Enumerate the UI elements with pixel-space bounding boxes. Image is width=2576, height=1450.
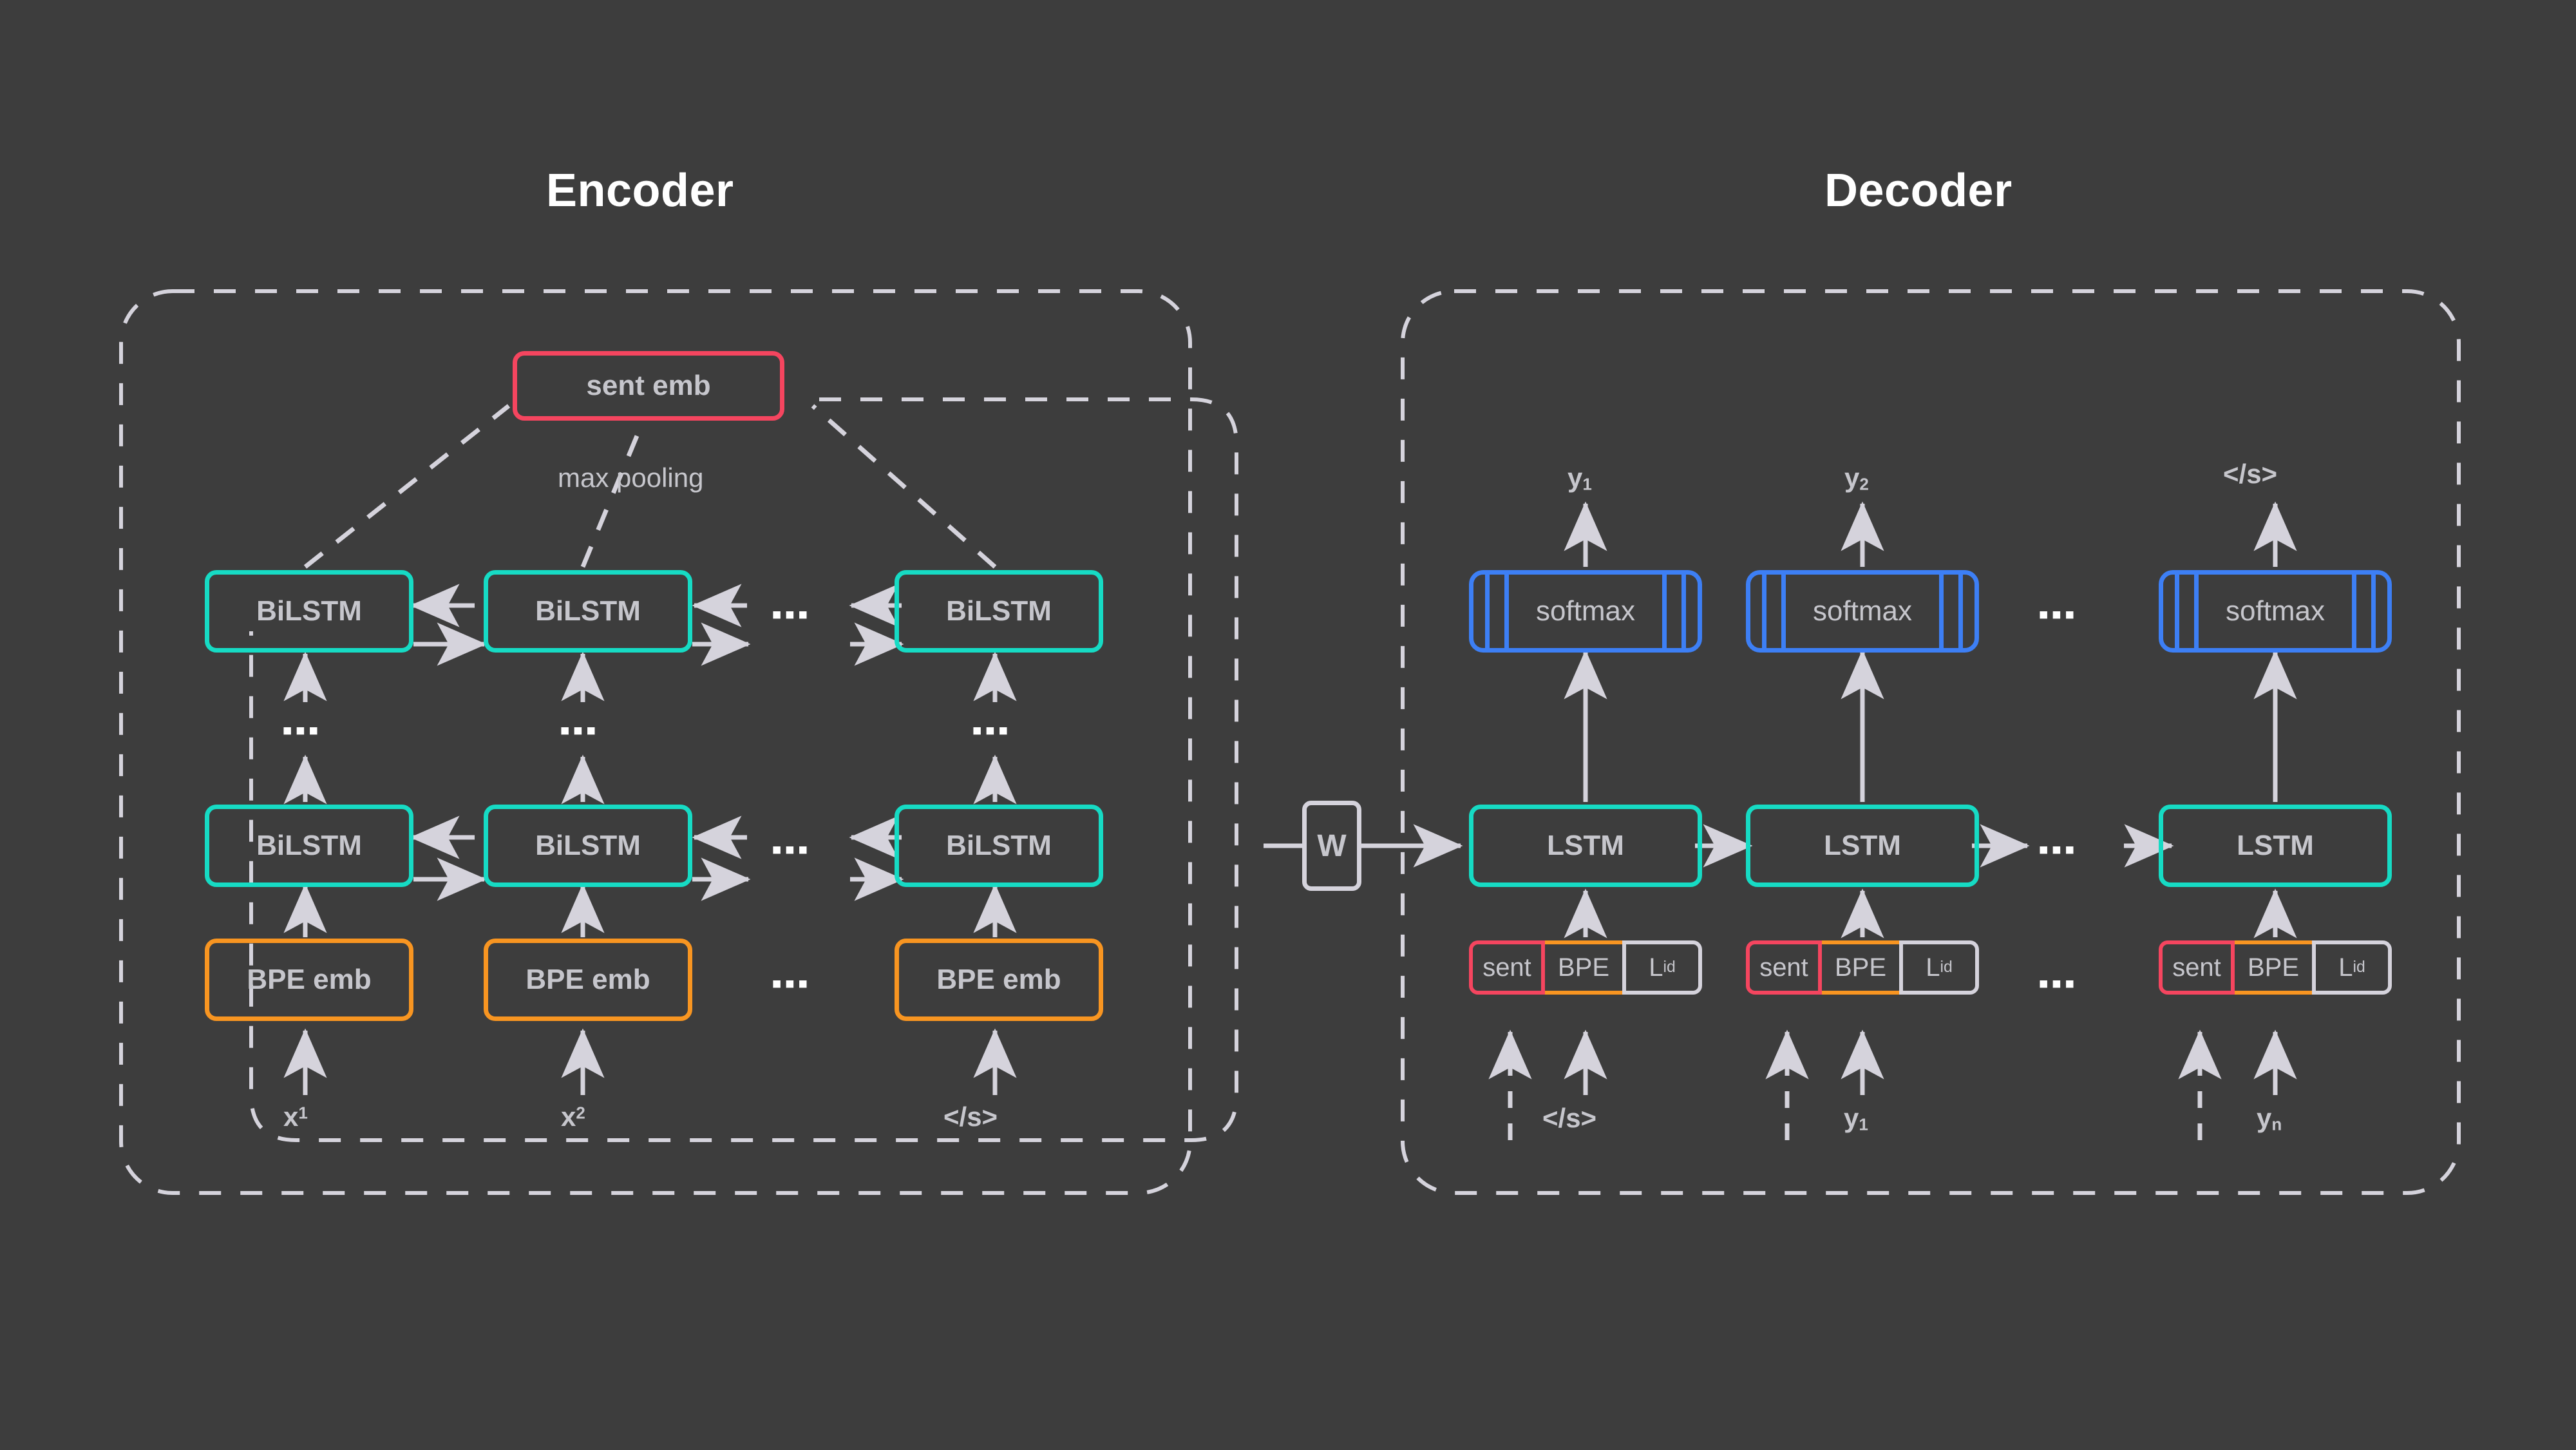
softmax-divider-left-inner xyxy=(2194,575,2199,648)
encoder-container xyxy=(119,289,1192,1195)
max-pooling-label: max pooling xyxy=(558,463,704,493)
encoder-emb-row-ellipsis: ▪▪▪ xyxy=(772,966,811,1000)
decoder-softmax-1-label: softmax xyxy=(1535,595,1636,627)
encoder-stack-ellipsis-1: ▪▪▪ xyxy=(282,713,321,747)
decoder-output-1: y1 xyxy=(1567,463,1592,495)
encoder-input-2-base: x xyxy=(561,1102,576,1132)
decoder-input-1-base: </s> xyxy=(1542,1103,1597,1133)
decoder-lstm-row-ellipsis: ▪▪▪ xyxy=(2038,832,2078,866)
encoder-input-1-sup: 1 xyxy=(298,1103,308,1123)
sent-emb-node[interactable]: sent emb xyxy=(513,351,784,421)
encoder-top-row-ellipsis: ▪▪▪ xyxy=(772,597,811,631)
encoder-input-2-sup: 2 xyxy=(576,1103,585,1123)
encoder-bilstm-top-2[interactable]: BiLSTM xyxy=(484,570,692,653)
encoder-bottom-row-ellipsis: ▪▪▪ xyxy=(772,832,811,866)
decoder-lstm-2[interactable]: LSTM xyxy=(1746,805,1979,887)
decoder-softmax-2-label: softmax xyxy=(1812,595,1913,627)
encoder-input-3-base: </s> xyxy=(943,1102,998,1132)
encoder-bpe-emb-3[interactable]: BPE emb xyxy=(895,939,1103,1021)
decoder-token-3-lid-base: L xyxy=(2338,953,2353,982)
decoder-token-3-lid-sub: id xyxy=(2353,959,2365,976)
decoder-token-3-bpe[interactable]: BPE xyxy=(2235,940,2312,995)
decoder-softmax-3-label: softmax xyxy=(2225,595,2325,627)
sentemb-routing-container xyxy=(249,397,1238,1142)
decoder-input-1: </s> xyxy=(1542,1103,1596,1134)
softmax-divider-left-outer xyxy=(1762,575,1766,648)
decoder-input-2-sub: 1 xyxy=(1859,1114,1868,1134)
decoder-lstm-3[interactable]: LSTM xyxy=(2159,805,2392,887)
encoder-stack-ellipsis-3: ▪▪▪ xyxy=(972,713,1011,747)
decoder-lstm-1[interactable]: LSTM xyxy=(1469,805,1702,887)
encoder-input-2: x2 xyxy=(561,1102,585,1132)
decoder-token-row-ellipsis: ▪▪▪ xyxy=(2038,966,2078,1000)
decoder-softmax-1[interactable]: softmax xyxy=(1469,570,1702,653)
decoder-token-3-sent[interactable]: sent xyxy=(2159,940,2235,995)
softmax-divider-right-inner xyxy=(1662,575,1667,648)
encoder-input-1: x1 xyxy=(283,1102,308,1132)
decoder-input-2-base: y xyxy=(1844,1103,1859,1133)
decoder-softmax-2[interactable]: softmax xyxy=(1746,570,1979,653)
softmax-divider-right-inner xyxy=(2352,575,2356,648)
decoder-token-2-bpe[interactable]: BPE xyxy=(1822,940,1899,995)
softmax-divider-right-outer xyxy=(1958,575,1963,648)
decoder-container xyxy=(1401,289,2461,1195)
decoder-output-2-base: y xyxy=(1844,463,1860,493)
softmax-divider-left-outer xyxy=(2175,575,2179,648)
encoder-title: Encoder xyxy=(546,165,734,216)
softmax-divider-left-inner xyxy=(1504,575,1509,648)
decoder-token-2-lid-base: L xyxy=(1926,953,1940,982)
encoder-bpe-emb-1[interactable]: BPE emb xyxy=(205,939,413,1021)
decoder-token-2-lid-sub: id xyxy=(1940,959,1953,976)
encoder-input-3: </s> xyxy=(943,1102,998,1132)
decoder-output-3-base: </s> xyxy=(2223,459,2278,489)
softmax-divider-left-inner xyxy=(1781,575,1786,648)
decoder-softmax-3[interactable]: softmax xyxy=(2159,570,2392,653)
softmax-divider-right-inner xyxy=(1939,575,1944,648)
decoder-output-2-sub: 2 xyxy=(1859,474,1869,494)
softmax-divider-right-outer xyxy=(2371,575,2376,648)
decoder-title: Decoder xyxy=(1824,165,2012,216)
decoder-output-1-base: y xyxy=(1567,463,1583,493)
decoder-input-2: y1 xyxy=(1844,1103,1868,1135)
decoder-token-1-sent[interactable]: sent xyxy=(1469,940,1545,995)
decoder-token-1-lid-base: L xyxy=(1649,953,1663,982)
decoder-input-3-sub: n xyxy=(2271,1114,2282,1134)
encoder-bilstm-top-1[interactable]: BiLSTM xyxy=(205,570,413,653)
encoder-bilstm-bottom-3[interactable]: BiLSTM xyxy=(895,805,1103,887)
projection-matrix-w[interactable]: W xyxy=(1302,801,1361,891)
decoder-output-3: </s> xyxy=(2223,459,2277,490)
decoder-output-1-sub: 1 xyxy=(1582,474,1592,494)
softmax-divider-right-outer xyxy=(1681,575,1686,648)
encoder-input-1-base: x xyxy=(283,1102,299,1132)
encoder-bilstm-top-3[interactable]: BiLSTM xyxy=(895,570,1103,653)
encoder-bpe-emb-2[interactable]: BPE emb xyxy=(484,939,692,1021)
encoder-bilstm-bottom-1[interactable]: BiLSTM xyxy=(205,805,413,887)
softmax-divider-left-outer xyxy=(1485,575,1490,648)
decoder-input-3: yn xyxy=(2257,1103,2282,1135)
decoder-token-1-bpe[interactable]: BPE xyxy=(1545,940,1622,995)
decoder-input-3-base: y xyxy=(2257,1103,2272,1133)
decoder-output-2: y2 xyxy=(1844,463,1869,495)
decoder-token-1-lid-sub: id xyxy=(1663,959,1676,976)
decoder-softmax-row-ellipsis: ▪▪▪ xyxy=(2038,597,2078,631)
decoder-token-2-sent[interactable]: sent xyxy=(1746,940,1822,995)
encoder-bilstm-bottom-2[interactable]: BiLSTM xyxy=(484,805,692,887)
encoder-stack-ellipsis-2: ▪▪▪ xyxy=(560,713,599,747)
